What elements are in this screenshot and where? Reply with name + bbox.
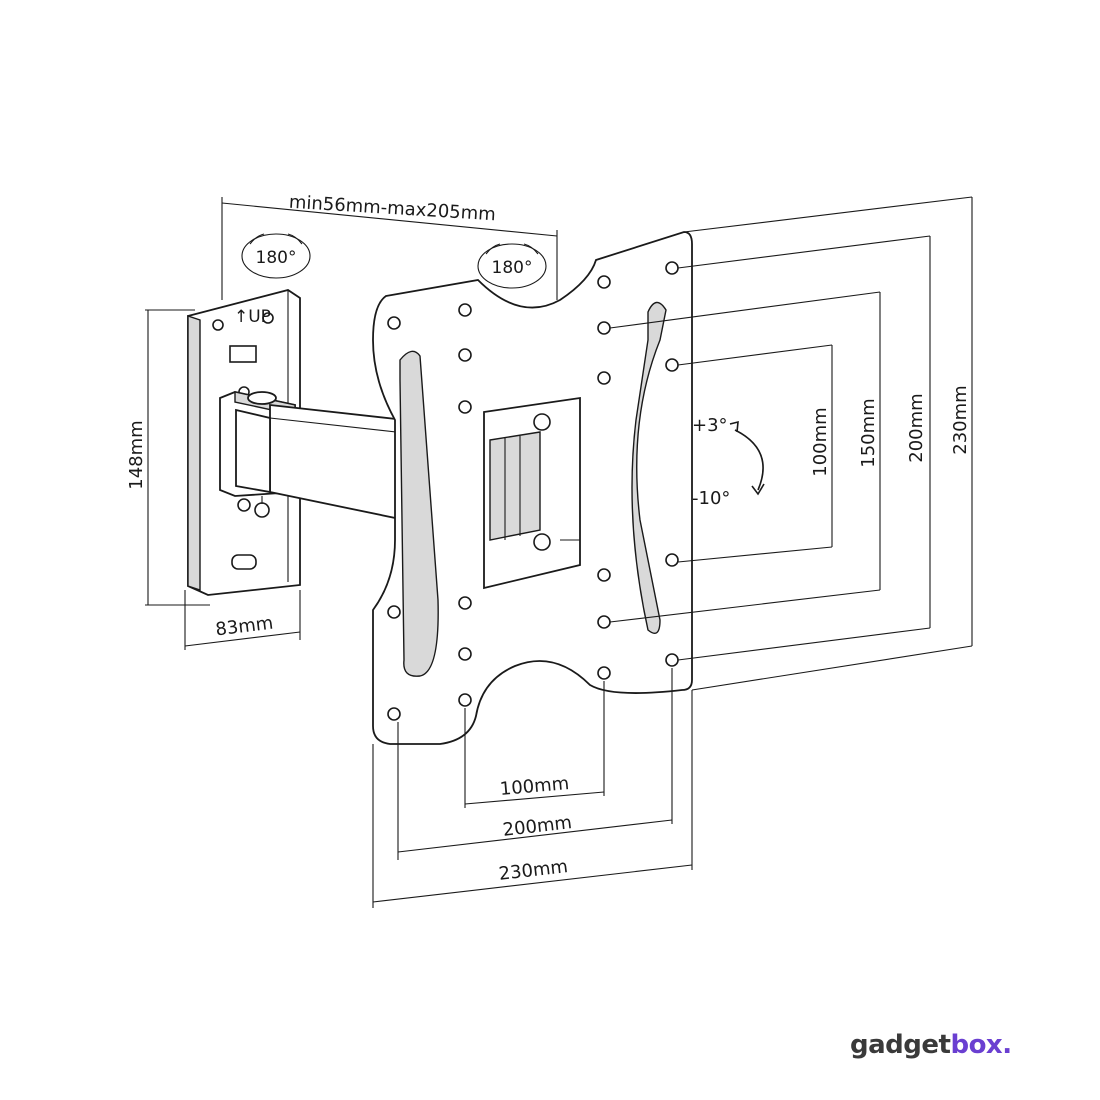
vesa-h-medium-label: 200mm (502, 812, 573, 841)
arm-swivel-label: 180° (492, 258, 533, 278)
wall-plate-width-dimension: 83mm (184, 590, 301, 650)
rotate-arrows-icon: 180° (477, 243, 547, 289)
wall-swivel-label: 180° (256, 248, 297, 268)
vesa-v-medium-label: 150mm (858, 398, 879, 467)
vesa-v-small-label: 100mm (810, 407, 831, 476)
wall-swivel-badge: 180° (241, 233, 311, 279)
vesa-plate (372, 231, 693, 745)
up-arrow-icon: ↑UP (234, 307, 271, 327)
brand-name-part2: box. (950, 1030, 1012, 1060)
swivel-arm (219, 391, 406, 522)
tilt-down-label: -10° (692, 488, 730, 509)
tilt-up-label: +3° (692, 415, 728, 436)
vesa-v-large-label: 200mm (906, 393, 927, 462)
vesa-v-xlarge-label: 230mm (950, 385, 971, 454)
brand-name-part1: gadget (850, 1030, 951, 1060)
wall-plate-height-label: 148mm (126, 420, 147, 489)
horizontal-dimensions: 100mm 200mm 230mm (372, 668, 693, 908)
brand-logo: gadgetbox. (850, 1030, 1012, 1060)
tilt-arrow-icon: +3° -10° (692, 415, 765, 509)
vertical-dimensions: 100mm 150mm 200mm 230mm (609, 196, 973, 691)
arm-extension-dimension: min56mm-max205mm (221, 192, 558, 300)
wall-plate-height-dimension: 148mm (126, 309, 210, 606)
